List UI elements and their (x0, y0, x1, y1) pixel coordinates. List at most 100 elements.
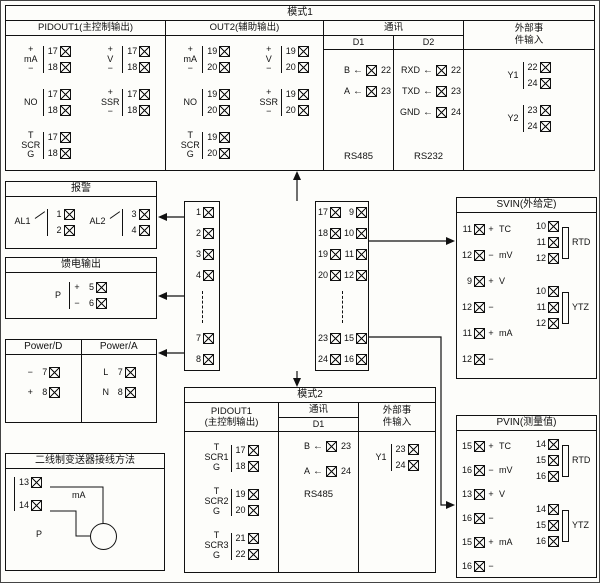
feed-title: 馈电输出 (6, 258, 156, 273)
terminal-screw-icon (31, 477, 42, 488)
terminal-number: 1 (56, 208, 62, 219)
terminal-row: 2 (185, 223, 219, 244)
terminal-row: 4 (185, 265, 219, 286)
polarity-top: T (187, 129, 194, 140)
alarm-output: AL2 3 4 (88, 208, 150, 236)
terminal-screw-icon (247, 488, 259, 500)
terminal-number: 11 (536, 302, 546, 313)
terminal-screw-icon (247, 504, 259, 516)
scr-name: SCR2 (204, 496, 229, 507)
svin-title: SVIN(外给定) (457, 198, 596, 213)
feed-terminal-row: − 6 (73, 298, 107, 309)
input-terminal-row: 12 − (461, 294, 513, 320)
output-type: + SSR − (259, 87, 279, 117)
terminal-number: 13 (461, 488, 472, 499)
arrow-to-feed-output (158, 292, 184, 300)
terminal-number: 19 (235, 488, 246, 499)
feed-body: P + 5 − 6 (6, 273, 156, 318)
polarity-bottom: G (27, 149, 35, 160)
polarity-sign: − (488, 353, 494, 364)
ytz-label: YTZ (572, 520, 589, 531)
terminal-screw-icon (548, 302, 559, 313)
mode1-pidout1-column: PIDOUT1(主控制输出) + mA − 17 18 (6, 21, 166, 170)
terminal-pair: 19 20 (202, 132, 231, 159)
scr-name: SCR3 (204, 540, 229, 551)
terminal-number: 22 (235, 548, 246, 559)
terminal-number: 20 (207, 148, 218, 159)
terminal-strip-left: 1 2 3 4 7 (184, 201, 220, 371)
terminal-screw-icon (407, 444, 419, 455)
mode2-title: 模式2 (185, 388, 435, 403)
terminal-number: 7 (42, 367, 48, 378)
output-type-label: SSR (100, 96, 120, 107)
terminal-pair: 17 18 (230, 444, 259, 472)
mode2-columns: PIDOUT1 (主控制输出) T SCR1 G 17 (185, 403, 435, 572)
input-terminal-row: 13 + V (461, 482, 513, 506)
terminal-number: 21 (235, 532, 246, 543)
terminal-screw-icon (356, 270, 367, 281)
polarity-bottom: − (266, 106, 272, 117)
polarity-bottom: G (186, 149, 194, 160)
event-header-text: 外部事件输入 (382, 405, 412, 428)
terminal-screw-icon (203, 207, 214, 218)
event-name: Y1 (507, 70, 519, 81)
two-wire-terminal-row: 13 (18, 477, 42, 488)
terminal-number: 11 (344, 249, 354, 260)
terminal-number: 12 (461, 301, 472, 312)
terminal-screw-icon (219, 89, 231, 100)
output-type: + V − (259, 44, 279, 74)
terminal-pair: 19 20 (280, 46, 309, 73)
signal-name: TXD (402, 86, 420, 97)
output-option: + mA − 17 18 (6, 38, 86, 81)
terminal-number: 17 (47, 89, 58, 100)
input-terminal-row: 15 + TC (461, 434, 513, 458)
terminal-number: 19 (285, 89, 296, 100)
terminal-screw-icon (31, 500, 42, 511)
terminal-screw-icon (356, 354, 367, 365)
relay-contact-symbol (110, 215, 120, 229)
terminal-number: 23 (340, 441, 351, 452)
comm-signal-row: A ← 24 (279, 461, 358, 482)
terminal-number: 14 (535, 504, 546, 515)
terminal-number: 13 (18, 477, 29, 488)
terminal-screw-icon (330, 207, 341, 218)
polarity-sign: + (488, 440, 494, 451)
pidout1-header-line2: (主控制输出) (204, 417, 259, 428)
terminal-screw-icon (436, 107, 447, 118)
terminal-number: 18 (127, 105, 138, 116)
polarity-top: T (28, 129, 34, 140)
terminal-number: 17 (317, 207, 328, 218)
polarity-sign: − (488, 464, 494, 475)
terminal-pair: 17 18 (42, 89, 71, 116)
terminal-screw-icon (548, 455, 559, 466)
terminal-number: 23 (395, 444, 406, 455)
output-option: T SCR G 17 18 (6, 124, 86, 167)
terminal-number: 24 (527, 78, 538, 89)
terminal-number: 16 (461, 560, 472, 571)
terminal-number: 22 (380, 65, 391, 76)
terminal-number: 1 (195, 207, 201, 218)
terminal-pair: 19 20 (202, 46, 231, 73)
potentiometer-symbol (562, 509, 569, 542)
svin-right-groups: 10 11 12 RTD 10 11 (535, 221, 593, 329)
terminal-pair: 17 18 (42, 132, 71, 159)
wire-label-bottom: G (212, 505, 220, 516)
ytz-group: 10 11 12 YTZ (535, 286, 593, 329)
terminal-row: 1 (185, 202, 219, 223)
terminal-number: 17 (47, 132, 58, 143)
scr-labels: T SCR2 G (204, 487, 228, 516)
terminal-number: 9 (466, 275, 472, 286)
terminal-number: 12 (343, 270, 354, 281)
terminal-screw-icon (474, 512, 485, 524)
signal-name: B (303, 441, 310, 452)
comm-signal-row: B ← 23 (279, 436, 358, 457)
input-type-label: mV (499, 249, 513, 260)
terminal-number: 3 (131, 208, 137, 219)
terminal-screw-icon (548, 286, 559, 297)
out2-options: + mA − 19 20 + (166, 36, 323, 167)
comm-standard-label: RS232 (413, 151, 444, 163)
comm-standard-label: RS485 (343, 151, 374, 163)
terminal-row: 19 11 (316, 244, 368, 265)
pidout1-options: + mA − 17 18 + (6, 36, 165, 167)
rtd-label: RTD (572, 455, 591, 466)
